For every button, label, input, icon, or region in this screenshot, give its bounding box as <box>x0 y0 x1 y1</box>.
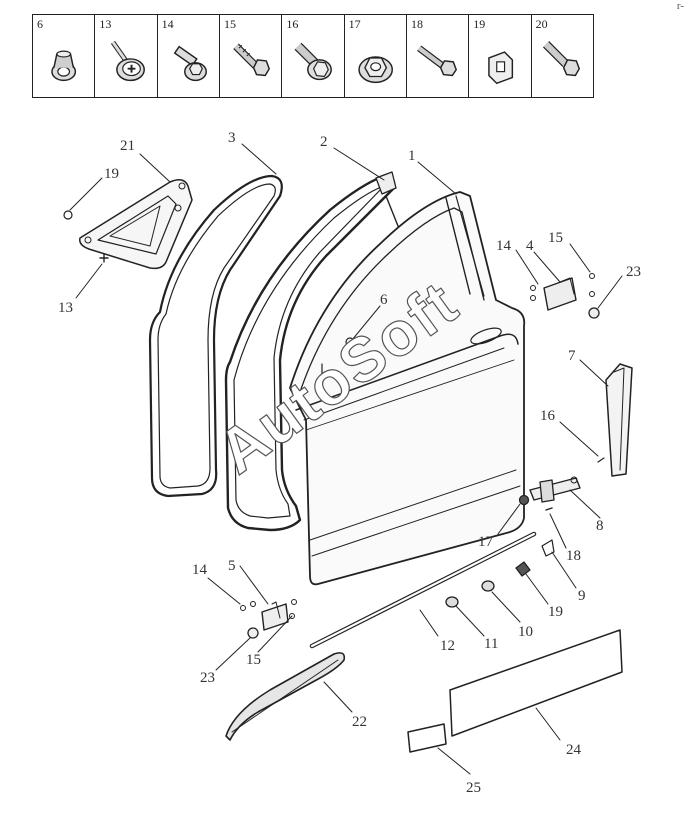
rear-channel <box>597 363 633 477</box>
fastener-number: 14 <box>161 17 174 31</box>
nut-23-lower <box>247 627 259 639</box>
fastener-number: 13 <box>99 17 112 31</box>
fastener-table: 6 13 14 <box>32 14 594 98</box>
callout-4: 4 <box>526 238 534 254</box>
callout-14-upper: 14 <box>496 238 512 254</box>
callout-11: 11 <box>484 636 498 652</box>
phillips-washer-screw-icon <box>111 40 146 82</box>
flanged-nut-icon <box>51 50 77 82</box>
bolt-18-marker <box>545 507 553 511</box>
callout-17: 17 <box>478 534 494 550</box>
clip-19-marker <box>63 210 73 220</box>
callout-24: 24 <box>566 742 582 758</box>
fastener-cell: 20 <box>532 15 593 97</box>
callout-23-upper: 23 <box>626 264 641 280</box>
hex-flange-nut-icon <box>357 56 393 84</box>
fastener-cell: 17 <box>345 15 407 97</box>
door-check <box>529 476 581 503</box>
nut-6-marker <box>345 337 355 347</box>
nut-17-marker <box>518 494 530 506</box>
lower-hinge <box>240 599 297 631</box>
callout-2: 2 <box>320 134 328 150</box>
callout-15-upper: 15 <box>548 230 563 246</box>
upper-hinge <box>530 273 595 311</box>
door-panel <box>289 191 526 586</box>
callout-8: 8 <box>596 518 604 534</box>
fastener-cell: 18 <box>407 15 470 97</box>
lower-strip <box>309 531 537 649</box>
screw-13-marker <box>99 253 109 263</box>
callout-22: 22 <box>352 714 367 730</box>
callout-21: 21 <box>120 138 135 154</box>
callout-14-lower: 14 <box>192 562 208 578</box>
fastener-number: 15 <box>223 17 236 31</box>
triangle-bracket <box>79 179 193 270</box>
fastener-cell: 19 <box>469 15 532 97</box>
callout-16: 16 <box>540 408 556 424</box>
callout-7: 7 <box>568 348 576 364</box>
callout-13: 13 <box>58 300 73 316</box>
callout-5: 5 <box>228 558 236 574</box>
fastener-cell: 14 <box>158 15 220 97</box>
clip-icon <box>488 51 514 85</box>
trim-molding <box>225 652 346 741</box>
fastener-cell: 13 <box>95 15 158 97</box>
callout-6: 6 <box>380 292 388 308</box>
small-film <box>407 723 447 753</box>
clip-19b-marker <box>515 561 531 577</box>
callout-23-lower: 23 <box>200 670 215 686</box>
leader-lines <box>69 143 623 775</box>
fastener-10-marker <box>481 580 495 592</box>
flange-bolt-icon <box>173 45 207 82</box>
check-clip <box>541 539 555 557</box>
callout-18: 18 <box>566 548 581 564</box>
corner-mark: r- <box>676 0 684 12</box>
hex-bolt-icon <box>233 43 271 77</box>
fastener-number: 16 <box>286 17 299 31</box>
fastener-cell: 15 <box>220 15 283 97</box>
callout-15-lower: 15 <box>246 652 261 668</box>
fastener-number: 19 <box>473 17 486 31</box>
fastener-cell: 6 <box>33 15 96 97</box>
fastener-cell: 16 <box>282 15 345 97</box>
flange-bolt-icon <box>294 42 333 81</box>
nut-23-upper <box>588 307 600 319</box>
fastener-number: 18 <box>410 17 423 31</box>
fastener-11-marker <box>445 596 459 608</box>
outer-weatherstrip <box>148 174 283 498</box>
fastener-number: 17 <box>348 17 361 31</box>
hex-bolt-icon <box>542 41 580 77</box>
callout-1: 1 <box>408 148 416 164</box>
callout-25: 25 <box>466 780 481 796</box>
callout-19: 19 <box>104 166 119 182</box>
protective-film <box>449 629 623 737</box>
callout-12: 12 <box>440 638 455 654</box>
callout-3: 3 <box>228 130 236 146</box>
callout-19b: 19 <box>548 604 563 620</box>
fastener-number: 20 <box>535 17 548 31</box>
callout-10: 10 <box>518 624 533 640</box>
fastener-number: 6 <box>37 17 43 31</box>
hex-bolt-icon <box>417 45 457 77</box>
callout-9: 9 <box>578 588 586 604</box>
